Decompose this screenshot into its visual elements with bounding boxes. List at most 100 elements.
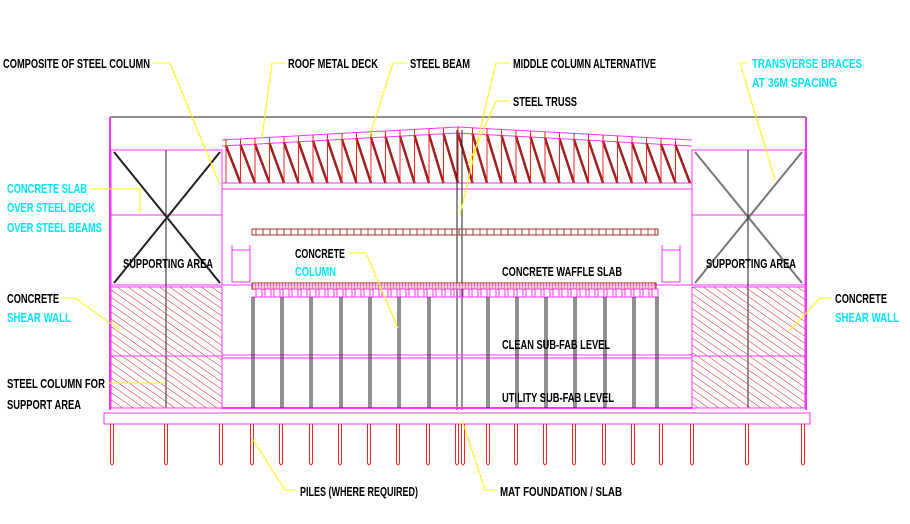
label-transverse-braces: TRANSVERSE BRACES xyxy=(752,56,862,71)
label-supporting-right: SUPPORTING AREA xyxy=(706,256,796,271)
truss-diagonal xyxy=(616,141,634,184)
label-supporting-left: SUPPORTING AREA xyxy=(123,256,213,271)
truss-diagonal xyxy=(326,139,344,184)
upper-slab xyxy=(251,228,659,236)
waffle-coffer xyxy=(642,288,650,298)
truss-diagonal xyxy=(630,142,648,184)
label-steel-column-2: SUPPORT AREA xyxy=(7,397,81,412)
waffle-coffer xyxy=(633,288,641,298)
truss-diagonal xyxy=(500,135,518,184)
truss-diagonal xyxy=(587,139,605,184)
truss-diagonal xyxy=(340,138,358,184)
waffle-coffer xyxy=(624,288,632,298)
waffle-coffer xyxy=(516,288,524,298)
pile xyxy=(279,424,283,466)
label-concrete-column-2: COLUMN xyxy=(295,264,336,279)
waffle-coffer xyxy=(363,288,371,298)
waffle-coffer xyxy=(444,288,452,298)
pile xyxy=(801,424,805,466)
label-steel-truss: STEEL TRUSS xyxy=(513,94,577,109)
waffle-coffer xyxy=(498,288,506,298)
waffle-coffer xyxy=(507,288,515,298)
waffle-coffer xyxy=(273,288,281,298)
truss-diagonal xyxy=(674,144,692,184)
pile xyxy=(486,424,490,466)
truss-diagonal xyxy=(369,137,387,184)
waffle-coffer xyxy=(426,288,434,298)
label-composite-column: COMPOSITE OF STEEL COLUMN xyxy=(3,56,150,71)
waffle-coffer xyxy=(606,288,614,298)
label-slab-1: CONCRETE SLAB xyxy=(7,181,87,196)
side-frames xyxy=(231,245,681,283)
waffle-coffer xyxy=(291,288,299,298)
waffle-coffer xyxy=(570,288,578,298)
sub-fab-floor xyxy=(222,354,692,359)
truss-diagonal xyxy=(398,135,416,184)
pile xyxy=(250,424,254,466)
truss-diagonal xyxy=(572,139,590,184)
waffle-coffer xyxy=(309,288,317,298)
label-concrete-column-1: CONCRETE xyxy=(295,246,345,261)
truss-diagonal xyxy=(427,134,445,184)
pile xyxy=(309,424,313,466)
truss-diagonal xyxy=(239,144,257,184)
pile xyxy=(745,424,749,466)
truss-diagonal xyxy=(485,134,503,184)
building-frame xyxy=(109,116,807,410)
waffle-coffer xyxy=(651,288,659,298)
waffle-coffer xyxy=(300,288,308,298)
pile xyxy=(690,424,694,466)
waffle-coffer xyxy=(354,288,362,298)
truss-diagonal xyxy=(355,138,373,184)
pile xyxy=(219,424,223,466)
label-waffle-slab: CONCRETE WAFFLE SLAB xyxy=(502,264,622,279)
truss-diagonal xyxy=(224,145,242,184)
label-steel-column-1: STEEL COLUMN FOR xyxy=(7,376,105,391)
concrete-waffle-slab xyxy=(222,282,692,298)
pile xyxy=(602,424,606,466)
truss-diagonal xyxy=(442,133,460,184)
label-piles: PILES (WHERE REQUIRED) xyxy=(300,484,418,499)
waffle-coffer xyxy=(408,288,416,298)
waffle-coffer xyxy=(471,288,479,298)
label-clean-subfab: CLEAN SUB-FAB LEVEL xyxy=(502,337,610,352)
piles xyxy=(110,424,805,466)
truss-diagonal xyxy=(268,142,286,184)
label-middle-column: MIDDLE COLUMN ALTERNATIVE xyxy=(513,56,656,71)
truss-diagonal xyxy=(282,142,300,184)
pile xyxy=(338,424,342,466)
pile xyxy=(110,424,114,466)
truss-diagonal xyxy=(456,132,474,184)
truss-diagonal xyxy=(253,143,271,184)
waffle-coffer xyxy=(327,288,335,298)
waffle-coffer xyxy=(597,288,605,298)
waffle-coffer xyxy=(552,288,560,298)
concrete-columns xyxy=(251,297,659,408)
label-slab-2: OVER STEEL DECK xyxy=(7,200,95,215)
waffle-coffer xyxy=(399,288,407,298)
waffle-coffer xyxy=(543,288,551,298)
waffle-coffer xyxy=(417,288,425,298)
pile xyxy=(543,424,547,466)
waffle-coffer xyxy=(615,288,623,298)
label-shear-left-2: SHEAR WALL xyxy=(7,310,71,325)
truss-diagonal xyxy=(558,138,576,184)
label-shear-left-1: CONCRETE xyxy=(7,291,59,306)
label-roof-deck: ROOF METAL DECK xyxy=(288,56,378,71)
leader-lines xyxy=(62,62,832,491)
pile xyxy=(396,424,400,466)
waffle-coffer xyxy=(480,288,488,298)
waffle-coffer xyxy=(390,288,398,298)
waffle-coffer xyxy=(561,288,569,298)
truss-diagonal xyxy=(384,136,402,184)
pile xyxy=(514,424,518,466)
waffle-coffer xyxy=(534,288,542,298)
waffle-coffer xyxy=(372,288,380,298)
right-support-tower xyxy=(691,149,806,409)
pile xyxy=(367,424,371,466)
label-shear-right-2: SHEAR WALL xyxy=(835,310,899,325)
label-utility-subfab: UTILITY SUB-FAB LEVEL xyxy=(502,390,614,405)
pile xyxy=(426,424,430,466)
waffle-coffer xyxy=(255,288,263,298)
